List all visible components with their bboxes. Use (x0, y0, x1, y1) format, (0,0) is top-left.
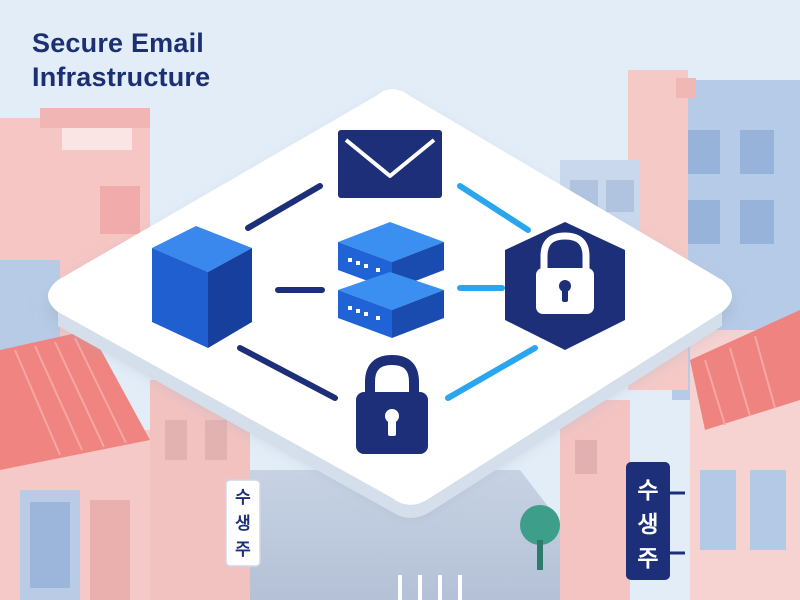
server-stack-icon (338, 222, 444, 338)
left-sign-char-1: 수 (235, 488, 251, 508)
right-sign-char-2: 생 (637, 512, 658, 538)
right-street-sign: 수 생 주 (626, 462, 685, 580)
page-title: Secure Email Infrastructure (32, 26, 210, 94)
street (170, 470, 620, 600)
cube-icon (152, 226, 252, 348)
title-line-2: Infrastructure (32, 62, 211, 92)
left-street-sign: 수 생 주 (225, 479, 261, 567)
connection-lines (237, 183, 538, 401)
title-line-1: Secure Email (32, 28, 204, 58)
left-sign-char-2: 생 (235, 514, 251, 534)
envelope-icon (338, 130, 442, 198)
padlock-icon (356, 354, 428, 454)
right-sign-char-3: 주 (637, 546, 658, 572)
left-sign-char-3: 주 (235, 540, 251, 560)
right-sign-char-1: 수 (637, 478, 658, 504)
hexagon-padlock-icon (505, 222, 625, 350)
right-foreground-buildings (520, 310, 800, 600)
